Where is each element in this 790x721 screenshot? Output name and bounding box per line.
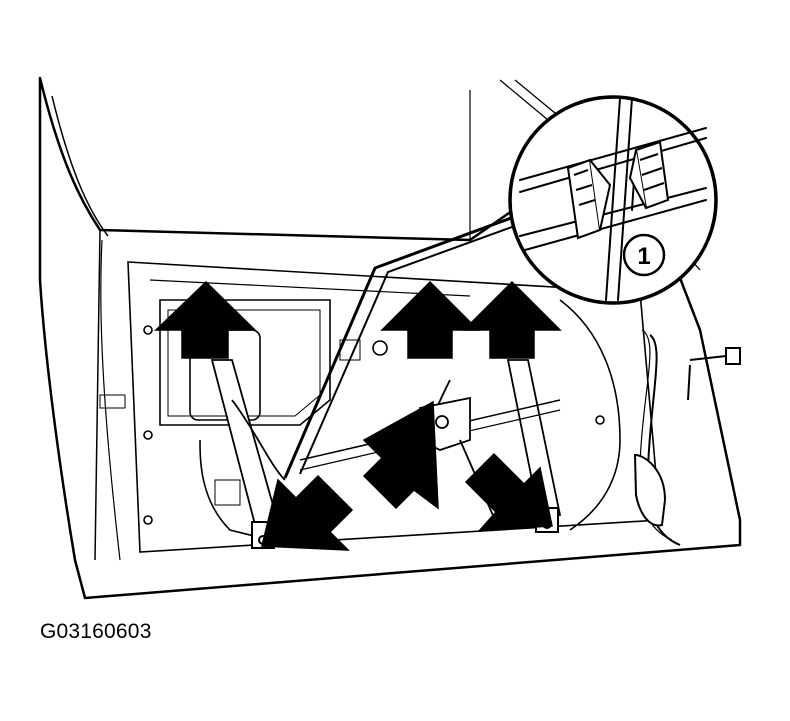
detail-clips [566,140,670,240]
diagonal-arrow-icon [362,400,439,510]
diagonal-arrow-icon [261,474,354,551]
door-frame [38,76,742,600]
diagonal-arrow-icon [464,452,553,531]
figure-code: G03160603 [40,620,152,643]
wiring-harness [633,329,741,546]
detail-magnifier: 1 [508,95,718,305]
up-arrow-icon [380,280,480,359]
up-arrow-icon [462,280,562,359]
up-arrows [154,280,562,359]
callout-number-icon [622,233,666,277]
diagonal-arrows [261,400,553,551]
up-arrow-icon [154,280,257,359]
callout-label: 1 [637,243,650,270]
